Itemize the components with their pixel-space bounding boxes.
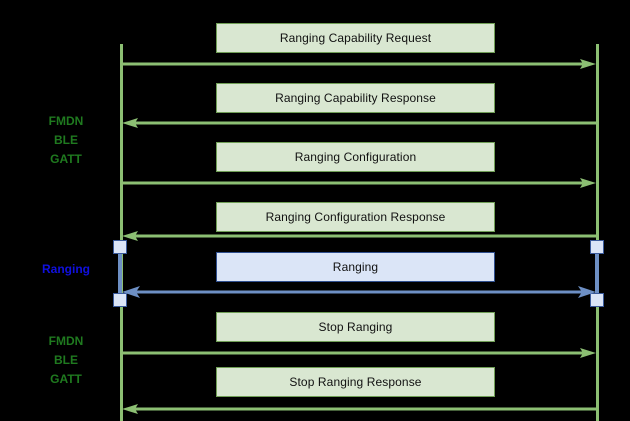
ranging-cap-right-start (590, 240, 604, 254)
message-arrow-ranging-capability-request (120, 58, 598, 70)
message-arrow-ranging-configuration-response (120, 230, 598, 242)
message-arrow-ranging-capability-response (120, 117, 598, 129)
ranging-cap-right-end (590, 293, 604, 307)
lifeline-right (596, 44, 599, 421)
message-arrow-stop-ranging-response (120, 403, 598, 415)
phase-label-ranging: Ranging (42, 262, 90, 276)
message-arrow-ranging-bidirectional (120, 286, 598, 298)
message-arrow-ranging-configuration (120, 177, 598, 189)
message-box-ranging-configuration: Ranging Configuration (216, 142, 495, 172)
message-arrow-stop-ranging (120, 347, 598, 359)
phase-label-fmdn-top: FMDN BLE GATT (48, 114, 84, 166)
message-box-ranging-configuration-response: Ranging Configuration Response (216, 202, 495, 232)
message-box-ranging-capability-request: Ranging Capability Request (216, 23, 495, 53)
message-box-stop-ranging: Stop Ranging (216, 312, 495, 342)
message-box-stop-ranging-response: Stop Ranging Response (216, 367, 495, 397)
ranging-spine-left (118, 247, 122, 300)
lifeline-left (120, 44, 123, 421)
message-box-ranging-capability-response: Ranging Capability Response (216, 83, 495, 113)
ranging-cap-left-end (113, 293, 127, 307)
ranging-cap-left-start (113, 240, 127, 254)
phase-label-fmdn-bottom: FMDN BLE GATT (48, 334, 84, 386)
message-box-ranging: Ranging (216, 252, 495, 282)
ranging-spine-right (595, 247, 599, 300)
